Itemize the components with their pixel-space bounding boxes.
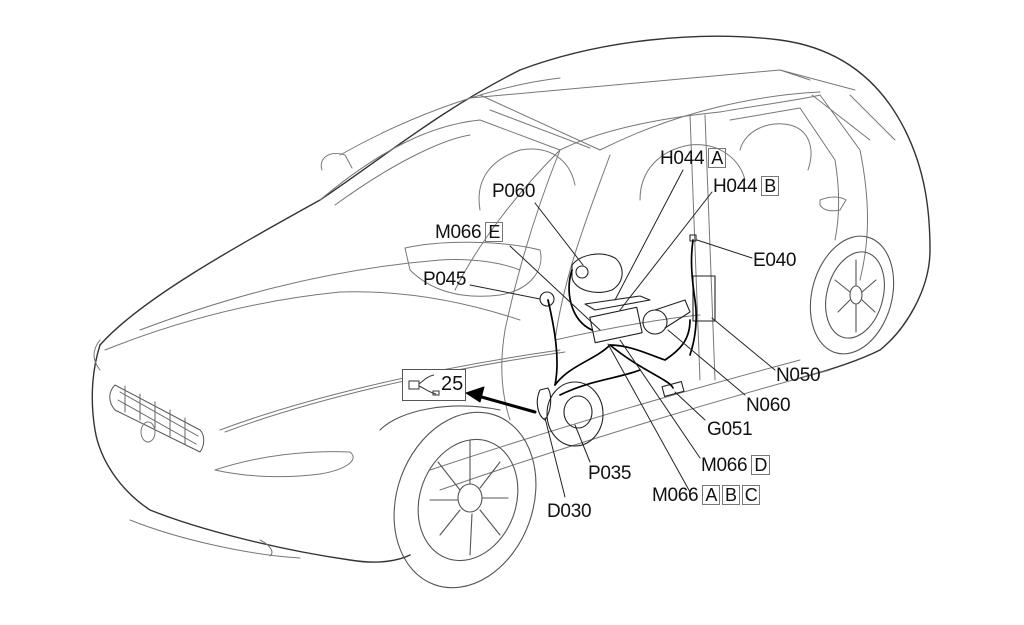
reference-arrow	[465, 386, 537, 414]
label-p045: P045	[423, 269, 467, 290]
front-wheel	[379, 405, 537, 589]
reference-box: 25	[402, 369, 466, 401]
p045-tweeter	[539, 291, 555, 307]
wiring-harness	[547, 239, 698, 396]
label-p035: P035	[588, 463, 632, 484]
m066-control-unit	[589, 306, 643, 344]
leader-lines	[469, 169, 776, 498]
g051-switch	[661, 381, 685, 397]
car-body-detail-lines	[93, 69, 896, 559]
label-e040: E040	[753, 250, 797, 271]
p060-speaker-housing	[571, 253, 623, 293]
label-g051: G051	[707, 419, 753, 440]
label-p060: P060	[492, 181, 536, 202]
connector-harness-icon	[408, 374, 440, 396]
reference-number: 25	[441, 373, 464, 395]
label-n060: N060	[746, 395, 791, 416]
n050-lock	[692, 275, 716, 322]
p035-woofer	[546, 381, 604, 447]
components	[536, 234, 716, 447]
label-n050: N050	[776, 365, 821, 386]
rear-wheel	[809, 235, 895, 355]
label-d030: D030	[547, 501, 592, 522]
